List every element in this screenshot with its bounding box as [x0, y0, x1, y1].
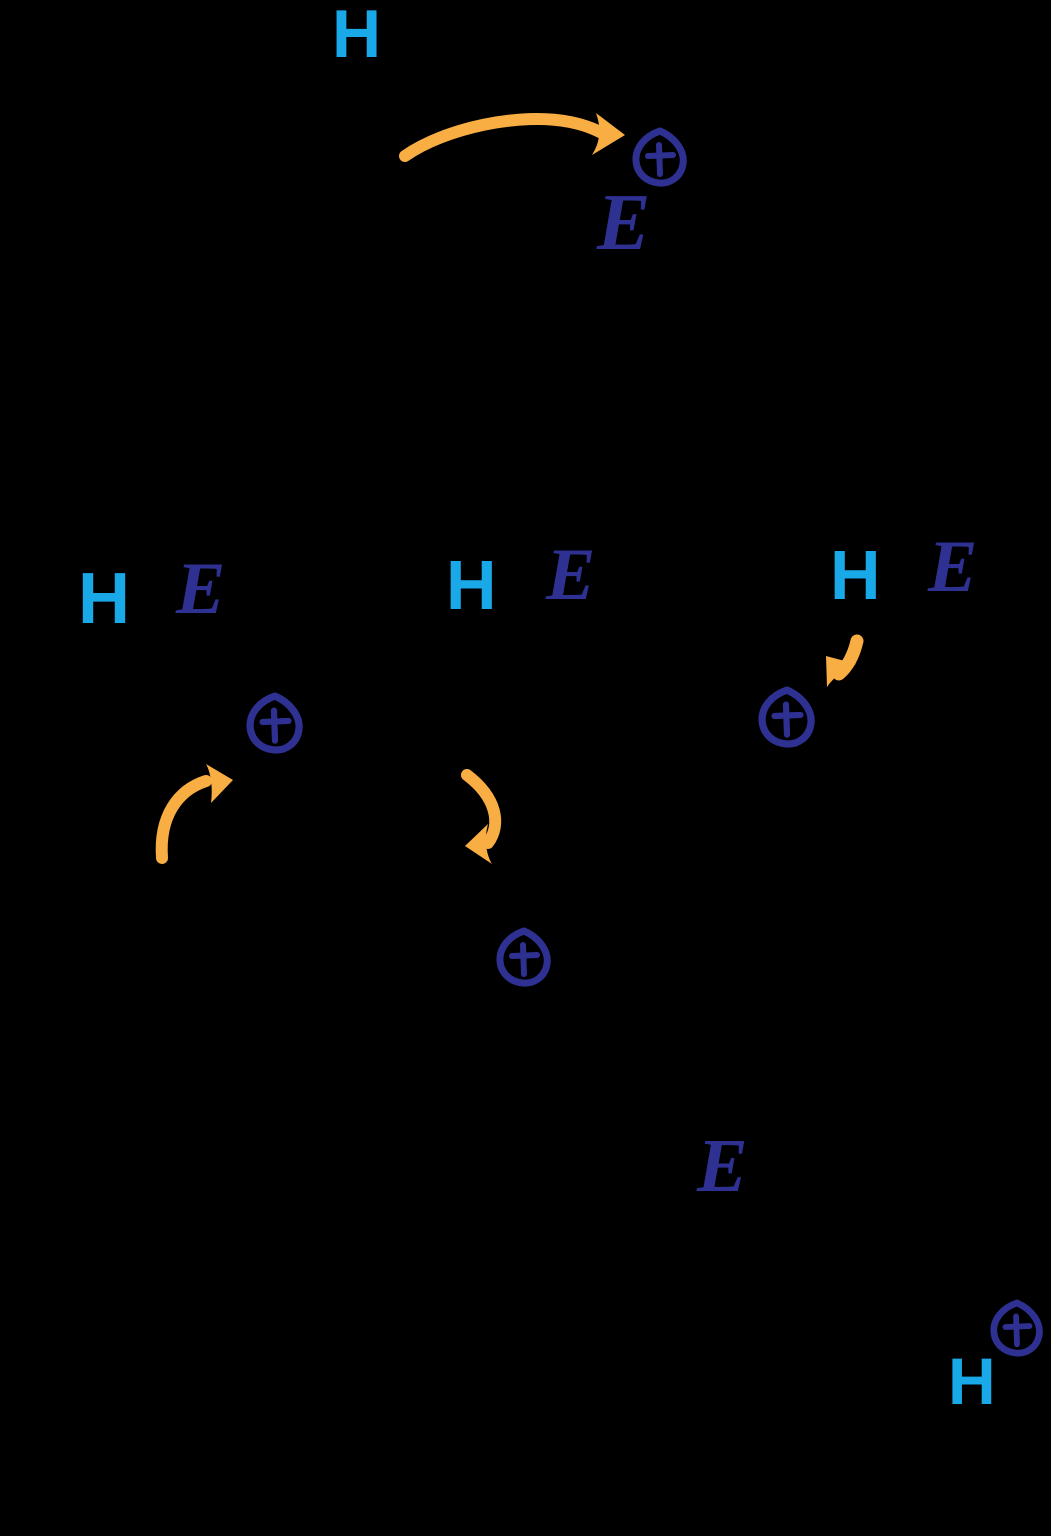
arrow-right-head [826, 656, 856, 687]
label-h-top: H [332, 0, 382, 72]
label-h-right: H [830, 536, 881, 614]
arrow-left-head [206, 764, 233, 803]
plus-charge-icon [758, 686, 815, 748]
plus-charge-icon [990, 1299, 1043, 1357]
arrow-top-head [592, 113, 625, 155]
label-e-bottom: E [697, 1124, 748, 1208]
arrow-right [826, 634, 864, 687]
charge-center [496, 927, 552, 987]
label-h-left: H [78, 559, 130, 639]
charge-left [246, 692, 304, 754]
arrow-right-shaft [832, 634, 864, 681]
arrow-middle-head [465, 824, 492, 864]
plus-charge-icon [496, 927, 551, 987]
arrow-top-shaft [399, 113, 614, 162]
charge-top-right [632, 127, 688, 187]
arrow-left [155, 764, 233, 864]
plus-charge-icon [246, 692, 303, 754]
charge-bottom-right [990, 1299, 1044, 1357]
label-e-right: E [928, 526, 978, 608]
arrow-left-shaft [155, 775, 212, 864]
label-h-middle: H [446, 546, 497, 624]
arrow-middle-shaft [461, 769, 502, 849]
arrow-middle [461, 769, 502, 864]
charge-right [758, 686, 816, 748]
plus-charge-icon [632, 127, 687, 187]
label-e-top: E [597, 179, 651, 267]
label-e-left: E [176, 548, 226, 630]
label-e-middle: E [546, 534, 596, 616]
arrow-top [399, 113, 625, 162]
label-h-bottom-right: H [948, 1344, 996, 1418]
